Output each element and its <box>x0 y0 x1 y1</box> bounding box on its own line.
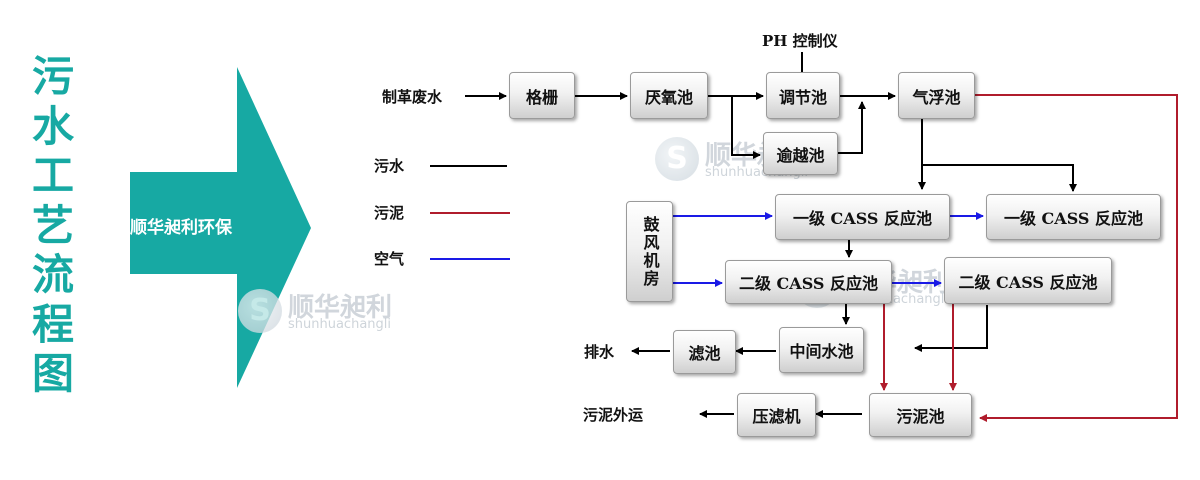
cass2-reactor-b-box: 二级 CASS 反应池 <box>944 257 1112 304</box>
sludge-line <box>975 94 1178 422</box>
sewage-line <box>922 164 1077 192</box>
input-label: 制革废水 <box>382 88 443 106</box>
ph-controller-label: PH 控制仪 <box>762 32 838 50</box>
sewage-line <box>731 96 761 159</box>
cass1-reactor-b-box: 一级 CASS 反应池 <box>986 194 1161 240</box>
cass2-reactor-a-box: 二级 CASS 反应池 <box>725 260 892 304</box>
title-char: 水 <box>31 101 74 151</box>
sludge-tank-box: 污泥池 <box>869 393 972 437</box>
banner-text: 顺华昶利环保 <box>130 218 232 238</box>
cass1-reactor-a-box: 一级 CASS 反应池 <box>775 194 950 240</box>
title-char: 艺 <box>31 200 74 250</box>
overflow-tank-box: 逾越池 <box>763 132 838 175</box>
filter-press-box: 压滤机 <box>737 393 816 437</box>
middle-water-tank-box: 中间水池 <box>779 327 864 373</box>
filter-tank-box: 滤池 <box>673 330 736 374</box>
drain-label: 排水 <box>584 343 615 361</box>
grille-box: 格栅 <box>509 72 575 119</box>
anaerobic-tank-box: 厌氧池 <box>630 72 708 119</box>
sewage-line <box>838 101 866 154</box>
adjusting-tank-box: 调节池 <box>766 72 840 119</box>
title-char: 流 <box>31 250 74 299</box>
legend-air-label: 空气 <box>374 250 405 268</box>
blower-room-box: 鼓风机房 <box>626 201 673 302</box>
air-flotation-tank-box: 气浮池 <box>898 72 975 119</box>
sludge-out-label: 污泥外运 <box>583 406 644 424</box>
legend-sewage-label: 污水 <box>374 157 405 175</box>
title-char: 程 <box>31 299 74 349</box>
sewage-line <box>914 305 988 352</box>
title-char: 图 <box>31 349 74 398</box>
title-char: 污 <box>31 52 74 101</box>
legend-sludge-label: 污泥 <box>374 204 405 222</box>
vertical-title: 污 水 工 艺 流 程 图 <box>28 52 78 399</box>
title-char: 工 <box>31 151 74 200</box>
